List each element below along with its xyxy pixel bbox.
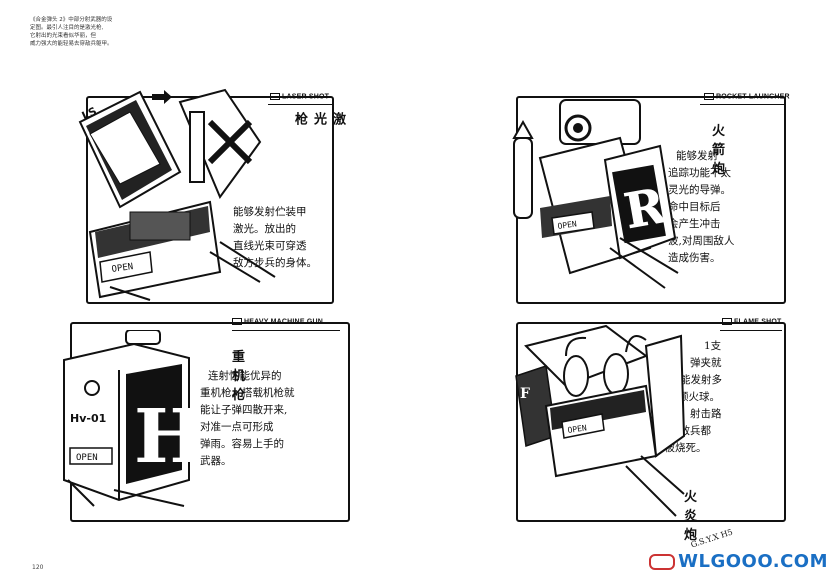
desc-line: 弹夹就 (690, 357, 722, 369)
laser-shot-crate-illustration: OPEN LS (78, 88, 276, 301)
open-label: OPEN (557, 219, 578, 231)
weapon-description: 连射性能优异的 重机枪。搭载机枪就 能让子弹四散开来, 对准一点可形成 弹雨。容… (200, 368, 295, 470)
tag-rule (268, 104, 334, 105)
desc-line: 波,对周围敌人 (668, 235, 735, 247)
flame-shot-crate-illustration: F OPEN (515, 324, 686, 517)
desc-line: 命中目标后 (668, 201, 721, 213)
weapon-tag: LASER SHOT (270, 93, 329, 100)
weapon-tag: ROCKET LAUNCHER (704, 93, 790, 100)
desc-line: 颗火球。 (678, 391, 720, 403)
weapon-tag-text: LASER SHOT (282, 93, 330, 101)
weapon-description: 能够发射伫装甲 激光。放出的 直线光束可穿透 敌方步兵的身体。 (233, 204, 317, 272)
heavy-machine-gun-crate-illustration: H Hv-01 OPEN (63, 330, 204, 507)
weapon-tag-text: HEAVY MACHINE GUN (244, 318, 323, 326)
intro-line: 威力强大的能轻易去穿敌兵躯甲。 (30, 41, 113, 47)
desc-line: 对准一点可形成 (200, 421, 274, 433)
weapon-title: 重机枪 (232, 350, 246, 403)
weapon-tag-text: FLAME SHOT (734, 318, 782, 326)
desc-line: 重机枪。搭载机枪就 (200, 387, 295, 399)
desc-line: 灵光的导弹。 (668, 184, 731, 196)
desc-line: 能发射多 (680, 374, 722, 386)
weapon-description: 能够发射 追踪功能不太 灵光的导弹。 命中目标后 会产生冲击 波,对周围敌人 造… (668, 148, 734, 267)
desc-line: 造成伤害。 (668, 252, 721, 264)
intro-caption: 《合金弹头 2》中部分射武器的设 定图。最引人注目的是激光枪, 它射出的光束看似… (30, 16, 170, 48)
page-number: 120 (32, 564, 44, 571)
desc-line: 1支 (704, 340, 722, 352)
rocket-launcher-crate-illustration: R OPEN (512, 99, 679, 289)
desc-line: 射击路 (690, 408, 722, 420)
weapon-title: 火炎炮 (684, 490, 698, 543)
weapon-title: 激光枪 (292, 112, 345, 128)
desc-line: 能让子弹四散开来, (200, 404, 288, 416)
weapon-tag: FLAME SHOT (722, 318, 782, 325)
box-icon (704, 93, 714, 100)
intro-line: 《合金弹头 2》中部分射武器的设 (30, 17, 113, 23)
open-label: OPEN (76, 453, 98, 463)
side-label: Hv-01 (70, 412, 106, 425)
box-icon (270, 93, 280, 100)
site-watermark: WLGOOO.COM (649, 551, 828, 572)
weapon-tag: HEAVY MACHINE GUN (232, 318, 323, 325)
desc-line: 追踪功能不太 (668, 167, 731, 179)
weapon-tag-text: ROCKET LAUNCHER (716, 93, 790, 101)
desc-line: 直线光束可穿透 (233, 240, 307, 252)
intro-line: 它射出的光束看似华丽，但 (30, 33, 97, 39)
desc-line: 能够发射伫装甲 (233, 206, 307, 218)
desc-line: 武器。 (200, 455, 232, 467)
desc-line: 弹雨。容易上手的 (200, 438, 284, 450)
watermark-text: WLGOOO.COM (678, 551, 828, 572)
open-label: OPEN (111, 262, 134, 275)
intro-line: 定图。最引人注目的是激光枪, (30, 25, 104, 31)
desc-line: 连射性能优异的 (208, 370, 282, 382)
tag-rule (720, 330, 782, 331)
box-icon (232, 318, 242, 325)
desc-line: 敌方步兵的身体。 (233, 257, 317, 269)
box-letter: H (134, 394, 204, 480)
tag-rule (232, 330, 340, 331)
desc-line: 能够发射 (676, 150, 718, 162)
desc-line: 激光。放出的 (233, 223, 296, 235)
box-letter: F (520, 386, 530, 402)
box-icon (722, 318, 732, 325)
desc-line: 会产生冲击 (668, 218, 721, 230)
weapon-title: 火箭炮 (712, 124, 726, 177)
tag-rule (700, 104, 784, 105)
gamepad-icon (649, 554, 676, 570)
open-label: OPEN (567, 423, 588, 435)
box-letter: LS (80, 105, 99, 123)
